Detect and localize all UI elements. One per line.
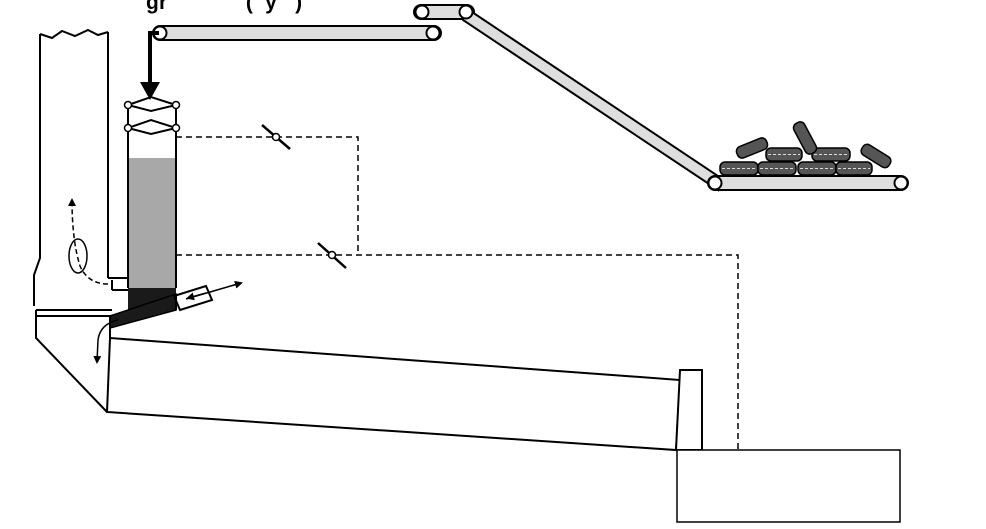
kiln-inlet-stack [33,28,112,413]
rotary-kiln [105,316,682,452]
upper-horizontal-conveyor [152,25,442,41]
control-box [676,449,901,523]
gas-flow-arrows [68,198,119,364]
feed-arrow [140,31,160,100]
tire-icon [735,137,769,159]
kiln-end-riser [674,369,703,451]
diagram-title-fragment: gr ( y ) [146,0,303,14]
tire-icon [765,147,803,162]
damper-valves [261,124,347,269]
vertical-feed-chute [107,105,177,310]
tire-icon [811,147,851,162]
double-flap-valves [123,95,181,136]
tire-icon [757,161,797,176]
tire-icon [797,161,837,176]
inclined-conveyor [413,4,719,192]
ram-stroke-arrow [185,280,243,301]
lower-conveyor-with-tires [707,175,909,191]
tire-icon [860,143,892,169]
tire-icon [792,121,818,155]
tire-pile [719,121,892,176]
tire-icon [719,161,759,176]
tire-icon [835,161,873,176]
control-lines [176,136,739,450]
